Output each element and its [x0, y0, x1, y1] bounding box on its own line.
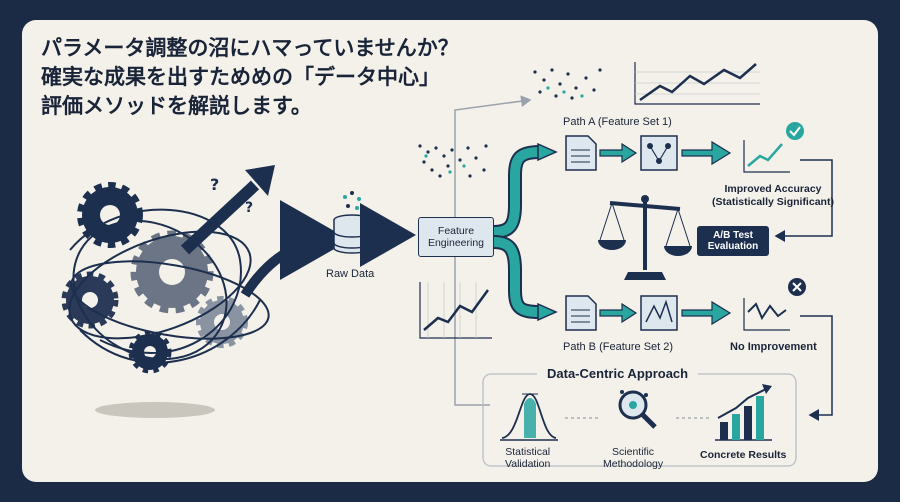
- document-icon: [565, 295, 597, 331]
- bell-curve-icon: [500, 393, 558, 441]
- check-icon: [786, 122, 804, 140]
- improved-accuracy-line-2: (Statistically Significant): [712, 196, 834, 208]
- gear-icon: [77, 182, 143, 248]
- data-centric-approach-title: Data-Centric Approach: [537, 366, 699, 381]
- magnifier-icon: [618, 390, 657, 429]
- question-mark-icon: ?: [245, 200, 253, 216]
- feature-engineering-line-1: Feature: [437, 225, 475, 237]
- database-icon: [333, 191, 371, 254]
- question-mark-icon: ?: [210, 175, 219, 194]
- improved-accuracy-label: Improved Accuracy (Statistically Signifi…: [712, 183, 834, 209]
- line-chart-icon: [419, 282, 492, 339]
- headline-line-3: 評価メソッドを解説します。: [41, 94, 312, 118]
- improved-accuracy-line-1: Improved Accuracy: [724, 183, 822, 195]
- headline: パラメータ調整の沼にハマっていませんか？ 確実な成果を出すためめの「データ中心」…: [41, 34, 459, 121]
- arrow-icon: [180, 165, 275, 255]
- feature-engineering-box: Feature Engineering: [418, 217, 494, 257]
- scientific-methodology-label: Scientific Methodology: [603, 446, 663, 470]
- bar-chart-icon: [715, 384, 772, 441]
- scientific-methodology-line-1: Scientific: [612, 446, 655, 458]
- close-icon: [788, 278, 806, 296]
- line-chart-icon: [743, 298, 790, 331]
- raw-data-label: Raw Data: [326, 268, 375, 280]
- workflow-icon: [640, 295, 678, 331]
- headline-line-1: パラメータ調整の沼にハマっていませんか？: [41, 36, 459, 60]
- ab-test-evaluation-box: A/B Test Evaluation: [697, 226, 769, 256]
- headline-line-2: 確実な成果を出すためめの「データ中心」: [41, 65, 440, 89]
- line-chart-icon: [634, 62, 760, 105]
- balance-scale-icon: [598, 195, 692, 280]
- statistical-validation-label: Statistical Validation: [505, 446, 550, 470]
- workflow-icon: [640, 135, 678, 171]
- feature-engineering-line-2: Engineering: [427, 237, 485, 249]
- no-improvement-label: No Improvement: [730, 341, 817, 353]
- statistical-validation-line-2: Validation: [505, 458, 551, 470]
- ab-test-line-1: A/B Test: [713, 230, 753, 241]
- line-chart-icon: [743, 140, 790, 173]
- path-a-label: Path A (Feature Set 1): [563, 116, 672, 128]
- concrete-results-label: Concrete Results: [700, 449, 787, 461]
- ab-test-line-2: Evaluation: [707, 241, 759, 252]
- document-icon: [565, 135, 597, 171]
- path-b-label: Path B (Feature Set 2): [563, 341, 674, 353]
- scientific-methodology-line-2: Methodology: [603, 458, 664, 470]
- tangled-gears-illustration: ? ?: [61, 165, 350, 418]
- statistical-validation-line-1: Statistical: [505, 446, 551, 458]
